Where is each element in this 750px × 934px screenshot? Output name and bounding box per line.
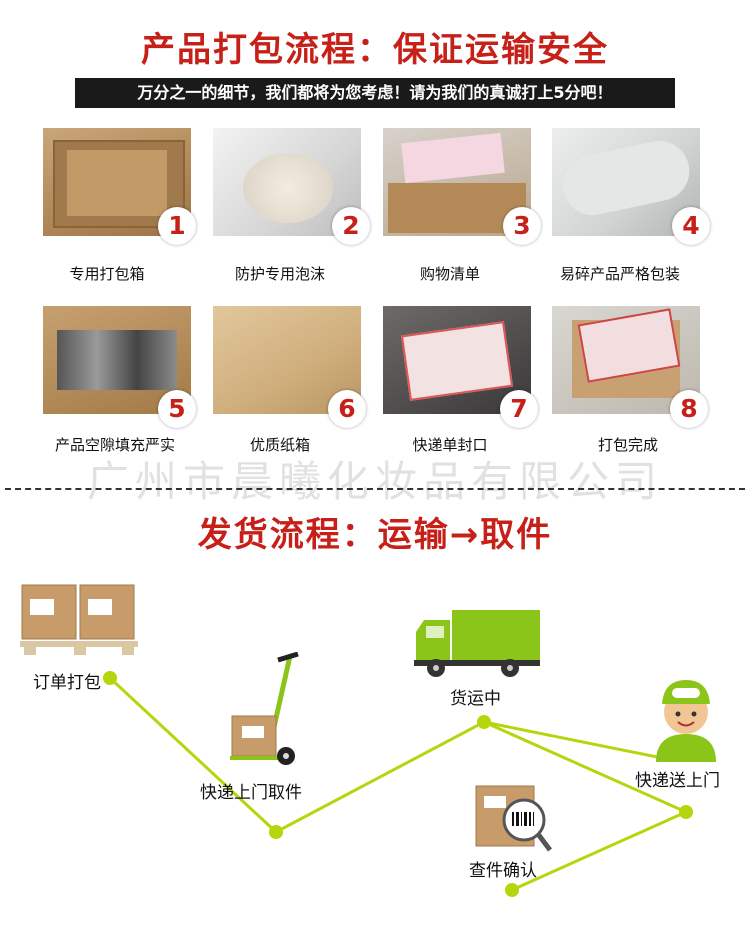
barcode-magnifier-icon <box>475 785 552 852</box>
stage-label-transit: 货运中 <box>450 689 501 709</box>
step-number-1: 1 <box>158 207 196 245</box>
step-number-7: 7 <box>500 390 538 428</box>
packing-process-title: 产品打包流程：保证运输安全 <box>141 30 609 70</box>
step-number-6: 6 <box>328 390 366 428</box>
step-label: 快递单封口 <box>412 436 488 454</box>
step-label: 打包完成 <box>597 436 658 454</box>
step-label: 防护专用泡沫 <box>234 265 325 283</box>
company-watermark: 广州市晨曦化妆品有限公司 <box>86 457 663 506</box>
step-number-2: 2 <box>332 207 370 245</box>
flow-node <box>505 883 519 897</box>
section-divider <box>5 488 745 490</box>
step-number-4: 4 <box>672 207 710 245</box>
courier-icon <box>656 680 716 762</box>
truck-icon <box>414 610 540 677</box>
flow-node <box>103 671 117 685</box>
shipping-process-title: 发货流程：运输→取件 <box>197 515 553 555</box>
slogan-banner: 万分之一的细节，我们都将为您考虑！请为我们的真诚打上5分吧！ <box>75 78 675 108</box>
boxes-pallet-icon <box>20 584 138 655</box>
hand-truck-icon <box>230 652 299 765</box>
stage-label-tracking: 查件确认 <box>469 861 537 881</box>
flow-node <box>477 715 491 729</box>
flow-node <box>679 805 693 819</box>
step-label: 专用打包箱 <box>69 265 145 283</box>
step-label: 优质纸箱 <box>249 436 310 454</box>
step-number-8: 8 <box>670 390 708 428</box>
stage-label-delivery: 快递送上门 <box>635 771 720 791</box>
step-label: 易碎产品严格包装 <box>559 265 680 283</box>
step-label: 产品空隙填充严实 <box>54 436 175 454</box>
stage-label-pickup: 快递上门取件 <box>200 783 302 803</box>
flow-node <box>269 825 283 839</box>
stage-label-packing: 订单打包 <box>33 673 101 693</box>
step-number-5: 5 <box>158 390 196 428</box>
step-number-3: 3 <box>503 207 541 245</box>
bubble-foam-photo <box>213 128 361 236</box>
step-label: 购物清单 <box>419 265 480 283</box>
